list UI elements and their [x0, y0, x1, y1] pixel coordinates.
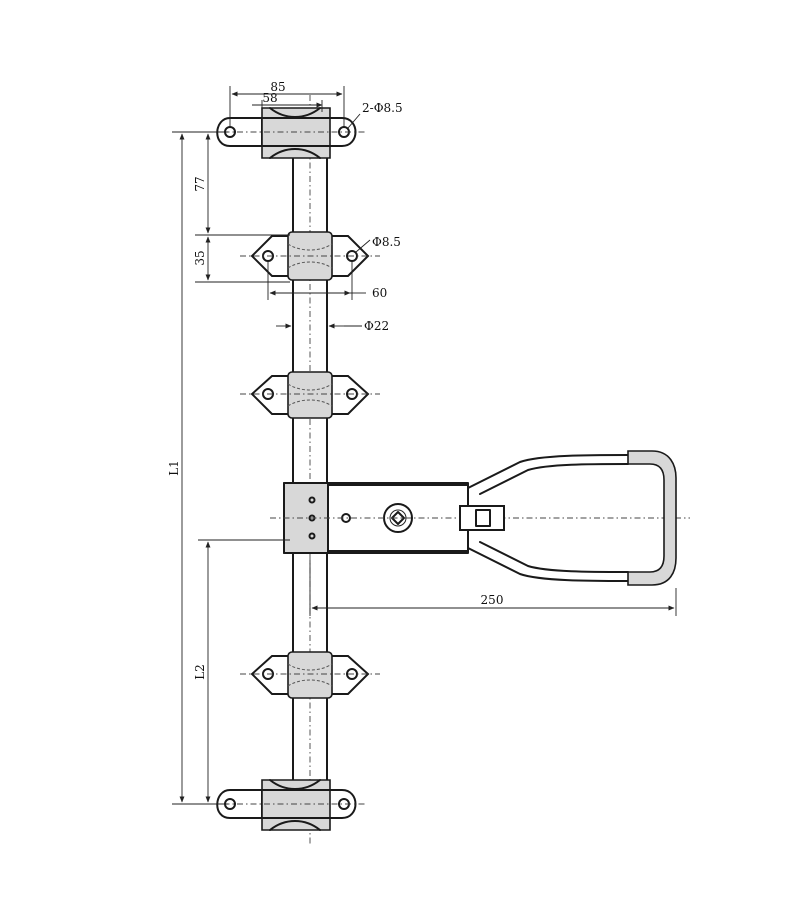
mounting-plate-1 [240, 231, 380, 281]
dim-rod-dia: Φ22 [364, 319, 389, 333]
top-end-bracket [210, 107, 365, 159]
lever-handle [459, 450, 677, 586]
dim-L2: L2 [193, 664, 207, 680]
lock-housing [270, 482, 690, 554]
dim-60: 60 [372, 286, 387, 300]
bottom-end-bracket [210, 779, 365, 831]
mounting-plate-3 [240, 651, 380, 699]
dim-77: 77 [193, 176, 207, 191]
dim-L1: L1 [167, 460, 181, 476]
dim-35: 35 [193, 250, 207, 265]
dimension-labels: 85 58 2-Φ8.5 77 35 Φ8.5 60 Φ22 L1 L2 250 [167, 80, 503, 680]
mounting-plate-2 [240, 371, 380, 419]
dim-58: 58 [262, 91, 277, 105]
dim-85: 85 [270, 80, 285, 94]
main-rod [292, 95, 328, 845]
dim-2-hole: 2-Φ8.5 [362, 101, 403, 115]
dim-250: 250 [481, 593, 504, 607]
dim-hole-mid: Φ8.5 [372, 235, 401, 249]
dimension-lines [172, 86, 677, 805]
